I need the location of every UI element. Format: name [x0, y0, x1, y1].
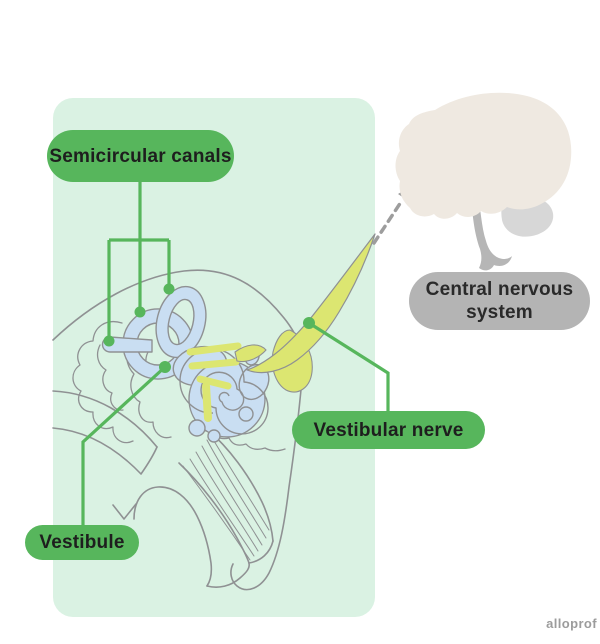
connector-lines — [81, 180, 390, 527]
label-central-nervous-system: Central nervous system — [409, 272, 590, 330]
inner-ear-illustration — [101, 285, 270, 443]
brain-illustration — [395, 92, 572, 271]
label-vestibule: Vestibule — [25, 525, 139, 560]
watermark-alloprof: alloprof — [546, 616, 597, 631]
brainstem-shape — [471, 192, 512, 271]
label-semicircular-canals: Semicircular canals — [47, 130, 234, 182]
vestibular-nerve-shape — [186, 233, 376, 422]
label-vestibular-nerve: Vestibular nerve — [292, 411, 485, 449]
connector-dots — [103, 283, 315, 373]
cerebrum-shape — [395, 92, 572, 219]
